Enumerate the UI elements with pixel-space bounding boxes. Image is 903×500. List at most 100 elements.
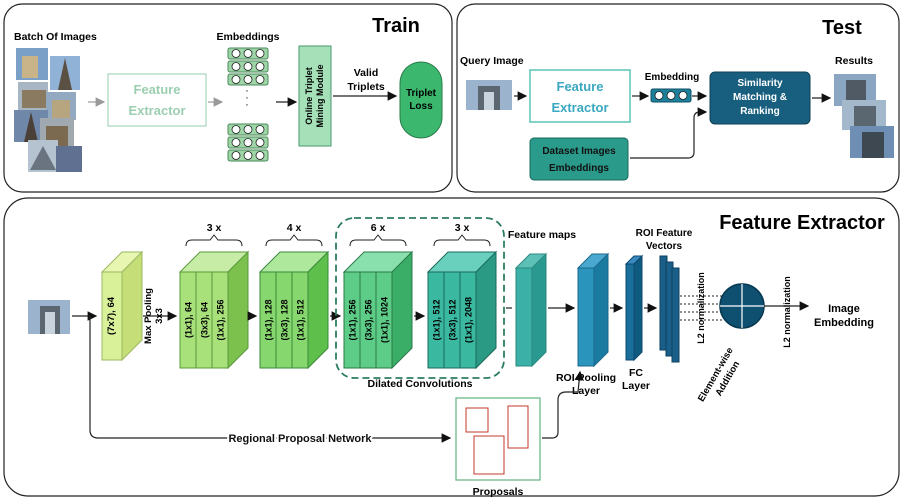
test-panel: Test Query Image Feature Extractor Embed…: [456, 3, 900, 193]
conv-layer-label: (1x1), 64: [184, 302, 194, 338]
svg-text:·: ·: [245, 83, 249, 97]
fe-input-image: [28, 300, 70, 334]
embedding-vector: [227, 149, 269, 162]
conv-layer-label: (3x3), 512: [448, 299, 458, 340]
resnet-stage-b1: (1x1), 64 (3x3), 64 (1x1), 256 3 x: [178, 222, 258, 370]
svg-text:·: ·: [245, 97, 249, 111]
roi-pooling-label-1: ROI Pooling: [556, 372, 616, 384]
roi-vectors-label-2: Vectors: [646, 241, 683, 252]
l2-normalization-label-a: L2 normalization: [696, 272, 706, 344]
resnet-stage-b3: (1x1), 256 (3x3), 256 (1x1), 1024 6 x: [342, 222, 426, 370]
conv-layer-label: (1x1), 256: [348, 299, 358, 340]
fc-label-1: FC: [629, 367, 643, 379]
conv-layer-label: (3x3), 64: [200, 302, 210, 338]
fe-title: Feature Extractor: [719, 212, 885, 234]
conv-layer: [459, 271, 477, 369]
embedding-vector: [227, 136, 269, 149]
repeat-brace: [185, 234, 243, 247]
dilated-label: Dilated Convolutions: [368, 378, 473, 390]
fc-label-2: Layer: [622, 380, 650, 392]
roi-pooling-block: [576, 252, 610, 368]
repeat-brace: [265, 234, 323, 247]
batch-image-thumbnails: [14, 48, 82, 172]
roi-feature-vectors: [659, 255, 680, 363]
query-embedding-vector: [650, 88, 692, 103]
conv1-block: [100, 250, 144, 362]
query-image: [466, 80, 512, 110]
similarity-label-2: Matching &: [733, 92, 787, 103]
output-label-2: Embedding: [814, 317, 874, 329]
mining-label-1: Online Triplet: [304, 67, 314, 125]
embedding-vector: [227, 47, 269, 60]
conv-layer-label: (1x1), 256: [216, 299, 226, 340]
dataset-label-2: Embeddings: [549, 163, 609, 174]
result-images: [834, 74, 894, 158]
output-label-1: Image: [828, 303, 860, 315]
repeat-brace: [433, 234, 491, 247]
repeat-count-label: 4 x: [287, 222, 302, 234]
valid-triplets-label-1: Valid: [354, 67, 379, 79]
embedding-vectors: [227, 47, 269, 162]
repeat-count-label: 3 x: [207, 222, 222, 234]
test-extractor-label-2: Extractor: [551, 100, 608, 115]
conv-layer-label: (1x1), 512: [296, 299, 306, 340]
dataset-label-1: Dataset Images: [542, 146, 616, 157]
feature-extractor-panel: Feature Extractor (7x7), 64 Max Pooling …: [3, 197, 900, 498]
valid-triplets-label-2: Triplets: [347, 81, 385, 93]
triplet-loss-node: [399, 61, 443, 139]
similarity-ranking-box: [709, 71, 811, 125]
feature-map-block: [514, 252, 548, 368]
embedding-vector: [227, 123, 269, 136]
fc-layer-block: [624, 254, 644, 362]
conv-layer-label: (3x3), 256: [364, 299, 374, 340]
resnet-stage-b2: (1x1), 128 (3x3), 128 (1x1), 512 4 x: [258, 222, 342, 370]
test-title: Test: [822, 17, 862, 39]
proposals-box: [455, 397, 541, 481]
conv-layer: [211, 271, 229, 369]
rpn-label: Regional Proposal Network: [228, 433, 372, 445]
element-wise-addition-node: [719, 283, 765, 329]
l2-normalization-label-b: L2 normalization: [782, 276, 792, 348]
embedding-vector: [227, 73, 269, 86]
similarity-label-1: Similarity: [737, 78, 782, 89]
conv-layer-label: (1x1), 2048: [464, 297, 474, 343]
triplet-loss-label-1: Triplet: [406, 88, 437, 99]
conv-layer-label: (3x3), 128: [280, 299, 290, 340]
embedding-label: Embedding: [645, 72, 699, 83]
test-feature-extractor: [529, 69, 631, 123]
test-extractor-label-1: Feature: [557, 79, 604, 94]
train-extractor-label-2: Extractor: [128, 103, 185, 118]
triplet-loss-label-2: Loss: [409, 101, 433, 112]
train-extractor-label-1: Feature: [134, 82, 181, 97]
conv-layer-label: (1x1), 128: [264, 299, 274, 340]
repeat-count-label: 6 x: [371, 222, 386, 234]
svg-text:·: ·: [245, 90, 249, 104]
train-feature-extractor: [107, 73, 207, 127]
repeat-count-label: 3 x: [455, 222, 470, 234]
conv-layer-label: (1x1), 512: [432, 299, 442, 340]
dataset-embeddings-box: [529, 137, 629, 181]
mining-label-2: Mining Module: [315, 65, 325, 128]
maxpool-label-1: Max Pooling: [143, 288, 154, 344]
feature-maps-label: Feature maps: [508, 229, 576, 241]
conv-layer: [291, 271, 309, 369]
conv1-label: (7x7), 64: [106, 296, 117, 335]
train-title: Train: [372, 15, 420, 37]
resnet-stages: (1x1), 64 (3x3), 64 (1x1), 256 3 x (1x1), 12…: [178, 222, 498, 370]
resnet-stage-b4: (1x1), 512 (3x3), 512 (1x1), 2048 3 x: [426, 222, 498, 370]
conv-layer-label: (1x1), 1024: [380, 297, 390, 343]
embedding-vector: [227, 60, 269, 73]
results-label: Results: [835, 55, 873, 67]
similarity-label-3: Ranking: [740, 106, 779, 117]
query-label: Query Image: [460, 55, 524, 67]
dilated-conv-region: [335, 217, 505, 379]
maxpool-label-2: 3x3: [154, 308, 165, 324]
batch-label: Batch Of Images: [14, 31, 97, 43]
triplet-mining-module: [298, 45, 332, 147]
train-panel: Train Batch Of Images Feature Extractor …: [3, 3, 453, 193]
roi-vectors-label-1: ROI Feature: [636, 228, 693, 239]
roi-pooling-label-2: Layer: [572, 385, 600, 397]
embeddings-label: Embeddings: [216, 31, 279, 43]
repeat-brace: [349, 234, 407, 247]
